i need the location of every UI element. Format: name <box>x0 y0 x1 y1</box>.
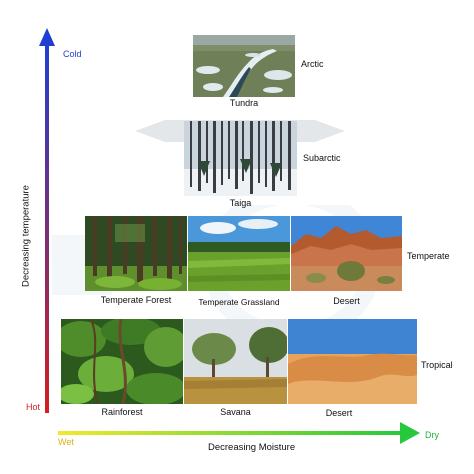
x-axis-right-label: Dry <box>425 430 439 440</box>
temperate-grassland-caption: Temperate Grassland <box>198 297 280 307</box>
zone-label-temperate: Temperate <box>407 251 450 261</box>
moisture-axis-arrow <box>58 422 420 444</box>
tropical-desert-caption: Desert <box>325 408 353 418</box>
rainforest-caption: Rainforest <box>101 407 143 417</box>
zone-label-tropical: Tropical <box>421 360 453 370</box>
y-axis-top-label: Cold <box>63 49 82 59</box>
tundra-caption: Tundra <box>229 98 259 108</box>
temperature-axis-arrow <box>39 28 55 413</box>
x-axis-title: Decreasing Moisture <box>208 442 296 453</box>
temperate-forest-caption: Temperate Forest <box>100 295 172 305</box>
tropical-desert-photo <box>288 319 417 404</box>
temperate-desert-caption: Desert <box>333 296 360 306</box>
savana-caption: Savana <box>220 407 251 417</box>
y-axis-title: Decreasing temperature <box>20 185 32 287</box>
temperate-forest-photo <box>85 216 187 291</box>
x-axis-left-label: Wet <box>58 437 74 447</box>
y-axis-bottom-label: Hot <box>26 402 41 412</box>
zone-label-subarctic: Subarctic <box>303 153 341 163</box>
rainforest-photo <box>61 319 183 404</box>
taiga-caption: Taiga <box>229 198 252 208</box>
taiga-photo <box>184 121 297 196</box>
temperate-grassland-photo <box>188 216 290 291</box>
temperate-desert-photo <box>291 216 402 291</box>
zone-label-arctic: Arctic <box>301 59 324 69</box>
savana-photo <box>184 319 287 404</box>
tundra-photo <box>193 35 295 97</box>
